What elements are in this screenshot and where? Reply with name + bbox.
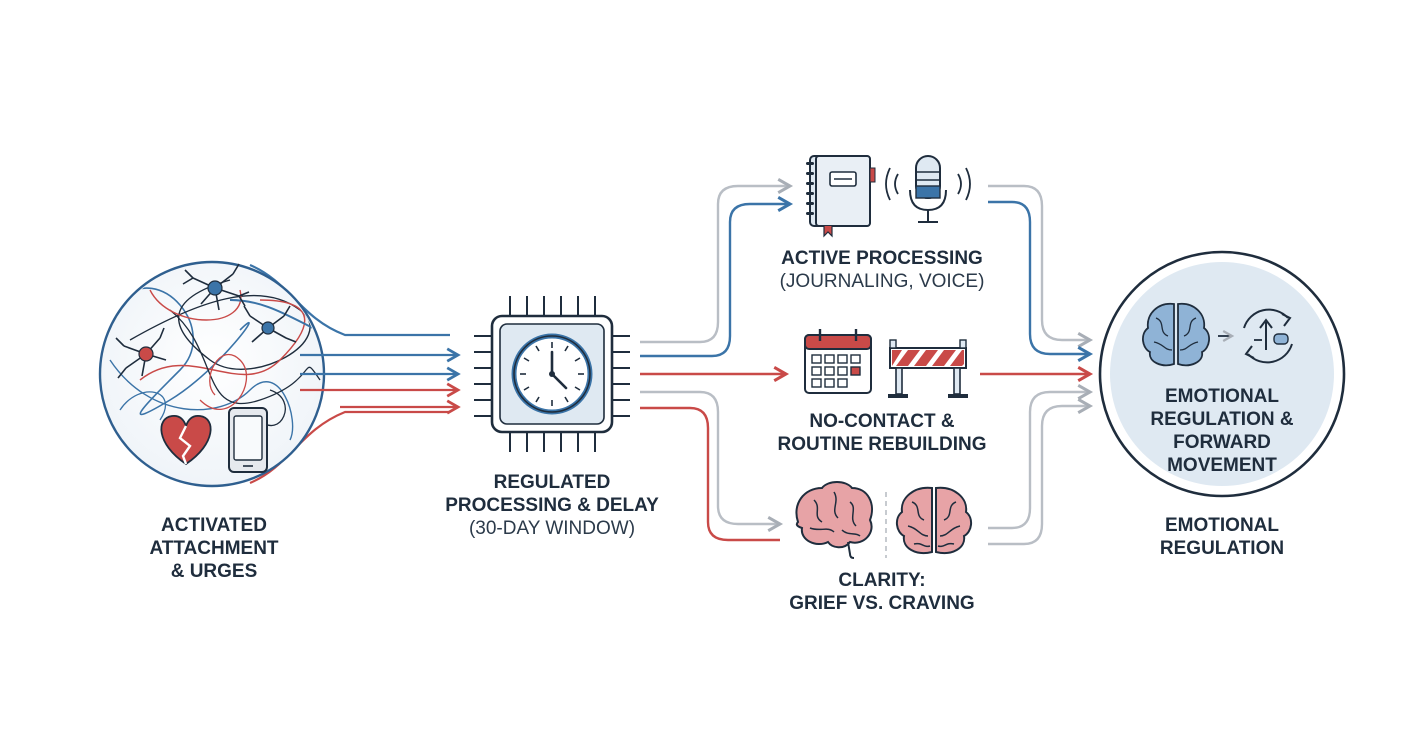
label-emotional-inner-line2: REGULATION &	[1150, 409, 1293, 430]
label-nocontact-line2: ROUTINE REBUILDING	[778, 434, 987, 455]
label-clarity-line2: GRIEF VS. CRAVING	[789, 593, 974, 614]
neuron-icon	[243, 305, 297, 343]
label-emotional-inner-line3: FORWARD	[1173, 432, 1271, 453]
calendar-icon	[804, 329, 872, 394]
notebook-icon	[806, 155, 876, 238]
brain-icon	[1142, 302, 1210, 367]
broken-heart-icon	[160, 414, 212, 466]
neuron-icon	[115, 327, 167, 379]
label-active-title: ACTIVE PROCESSING	[781, 248, 983, 269]
node-activated-attachment: ACTIVATED ATTACHMENT & URGES	[98, 260, 450, 582]
node-emotional-regulation: EMOTIONAL REGULATION & FORWARD MOVEMENT …	[1098, 250, 1346, 559]
label-clarity-line1: CLARITY:	[838, 570, 925, 591]
node-regulated-processing: REGULATED PROCESSING & DELAY (30-DAY WIN…	[445, 296, 659, 539]
label-regulated-sub: (30-DAY WINDOW)	[469, 518, 635, 539]
neuron-icon	[182, 263, 250, 311]
label-nocontact-line1: NO-CONTACT &	[809, 411, 955, 432]
label-emotional-outer-line2: REGULATION	[1160, 538, 1284, 559]
label-activated-line2: ATTACHMENT	[149, 538, 278, 559]
microphone-icon	[885, 155, 971, 223]
branch-connectors	[640, 177, 794, 542]
label-regulated-line2: PROCESSING & DELAY	[445, 495, 659, 516]
brain-icon	[795, 481, 873, 559]
label-activated-line1: ACTIVATED	[161, 515, 267, 536]
node-clarity: CLARITY: GRIEF VS. CRAVING	[789, 481, 975, 614]
merge-connectors	[980, 184, 1094, 546]
brain-icon	[896, 486, 972, 554]
label-activated-line3: & URGES	[171, 561, 258, 582]
label-active-sub: (JOURNALING, VOICE)	[780, 271, 985, 292]
node-active-processing: ACTIVE PROCESSING (JOURNALING, VOICE)	[780, 155, 985, 292]
node-no-contact: NO-CONTACT & ROUTINE REBUILDING	[778, 329, 987, 455]
label-emotional-inner-line1: EMOTIONAL	[1165, 386, 1279, 407]
label-regulated-line1: REGULATED	[494, 472, 611, 493]
cycle-icon	[1243, 308, 1293, 364]
label-emotional-outer-line1: EMOTIONAL	[1165, 515, 1279, 536]
clock-chip-icon	[474, 296, 630, 452]
phone-icon	[228, 407, 268, 473]
activated-circle	[98, 260, 326, 488]
arrows-into-processor	[300, 347, 461, 415]
label-emotional-inner-line4: MOVEMENT	[1167, 455, 1277, 476]
barrier-icon	[888, 339, 968, 398]
